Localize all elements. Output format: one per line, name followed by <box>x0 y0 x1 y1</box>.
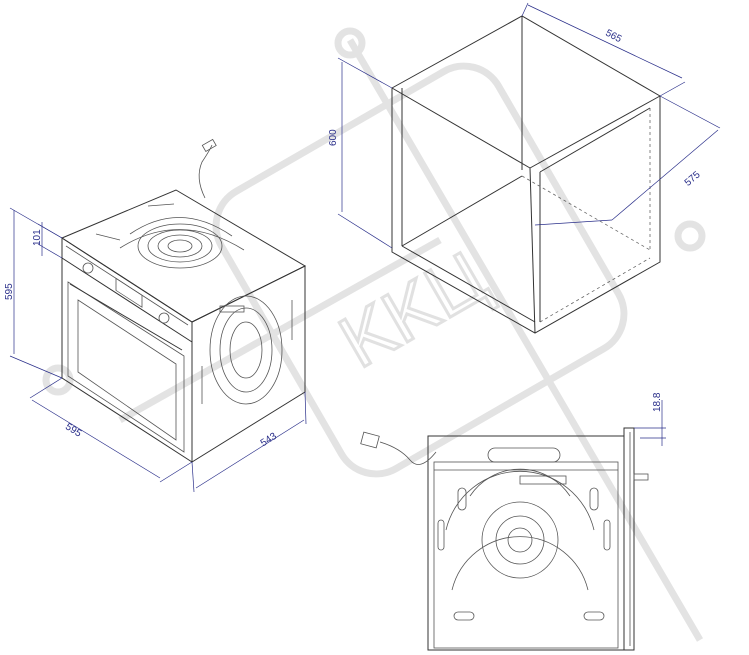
niche-drawing: 565 575 600 <box>328 2 721 334</box>
oven-isometric-drawing: 595 101 595 543 <box>4 138 307 493</box>
niche-height-label: 600 <box>328 129 339 146</box>
oven-height-label: 595 <box>4 283 15 300</box>
oven-depth-label: 543 <box>259 431 279 449</box>
oven-width-label: 595 <box>63 421 83 439</box>
oven-side-view-drawing: 18.8 <box>360 392 666 651</box>
panel-height-label: 101 <box>32 229 43 246</box>
front-thickness-label: 18.8 <box>652 392 663 412</box>
niche-depth-label: 575 <box>683 169 703 188</box>
niche-width-label: 565 <box>603 28 623 46</box>
watermark: KKЦ <box>42 27 706 642</box>
